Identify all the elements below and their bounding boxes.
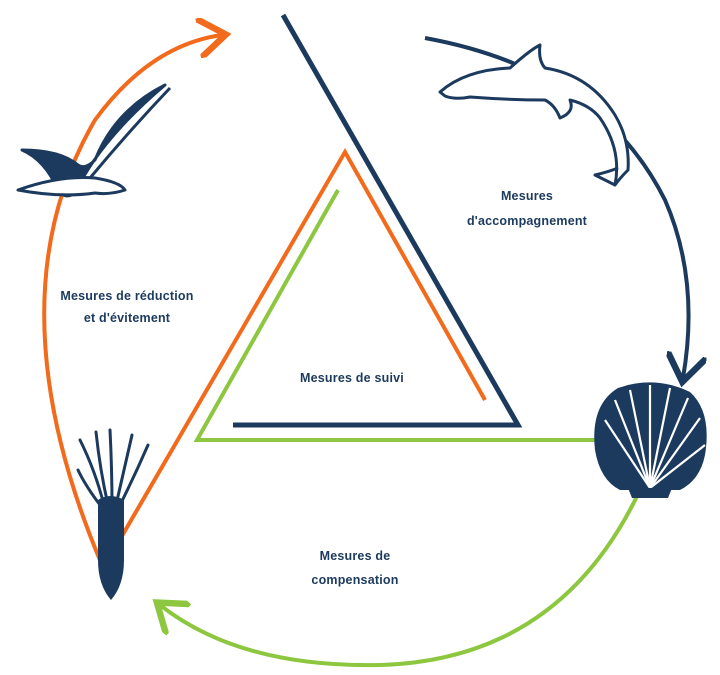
label-compensation-line1: Mesures de (320, 549, 391, 563)
dolphin-icon (438, 43, 630, 187)
label-accompagnement-line1: Mesures (501, 189, 553, 203)
green-triangle (193, 189, 600, 442)
label-compensation-line2: compensation (311, 573, 398, 587)
navy-triangle (233, 13, 523, 428)
label-accompagnement-line2: d'accompagnement (467, 214, 588, 228)
label-suivi: Mesures de suivi (300, 371, 404, 385)
squid-icon (76, 428, 150, 600)
green-cycle-arrow (160, 489, 642, 668)
orange-triangle (106, 147, 487, 562)
label-reduction-line2: et d'évitement (84, 311, 171, 325)
seagull-icon (16, 83, 172, 198)
scallop-shell-icon (594, 382, 707, 498)
label-reduction-line1: Mesures de réduction (60, 289, 193, 303)
